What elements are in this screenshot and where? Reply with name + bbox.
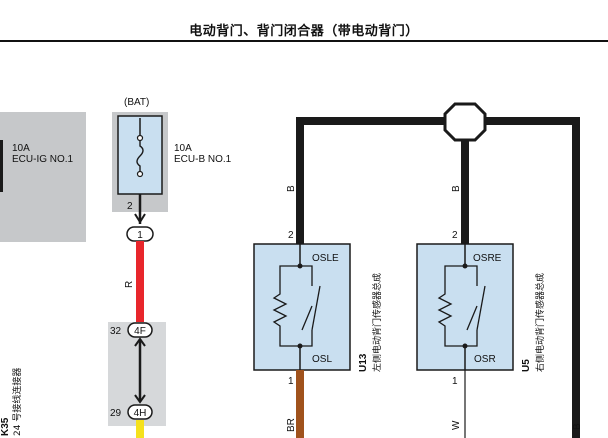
u5-pin-bottom: 1 [452,376,458,387]
u5-desc: 右侧电动背门传感器总成 [534,273,546,372]
arrow-down-icon [134,337,146,347]
wire-b-far-label: B [572,423,583,430]
fuse-left-name: ECU-IG NO.1 [12,154,74,165]
arrow-down-icon [134,213,146,224]
battery-source-label: (BAT) [124,97,149,108]
fuse-terminal-bottom [136,170,144,178]
u5-resistor-icon [437,265,465,347]
u13-pin-top: 2 [288,230,294,241]
splice-point [443,102,487,142]
wire-w-label: W [451,420,462,430]
connector-4f-label: 4F [134,326,146,337]
connector-4f [127,322,153,338]
k35-id: K35 [0,417,11,436]
u5-pin-top: 2 [452,230,458,241]
k35-desc: 24 号接线连接器 [11,368,23,436]
u5-terminal-top-label: OSRE [473,253,502,264]
connector-4h-label: 4H [134,408,147,419]
u5-switch-icon [465,265,478,347]
title-rule [0,40,608,42]
u13-switch-icon [300,265,313,347]
wire-b-left-label: B [286,185,297,192]
u5-terminal-bottom-label: OSR [474,354,496,365]
wire-brown [296,370,304,438]
arrow-up-icon [134,394,146,404]
fuse-right-rating: 10A [174,143,192,154]
connector-j1-label: 1 [137,230,143,241]
junction-pin-top: 32 [110,326,122,337]
connector-4h [127,404,153,420]
page-title: 电动背门、背门闭合器（带电动背门） [189,24,419,39]
u13-pin-bottom: 1 [288,376,294,387]
u13-id: U13 [358,353,369,372]
junction-pin-bottom: 29 [110,408,122,419]
fuse-element-icon [136,140,144,172]
fuse-terminal-top [136,134,144,142]
fuse-panel-left [0,112,86,242]
u5-switch-blade [476,285,486,331]
u13-resistor-icon [272,265,300,347]
wire-red-label: R [124,281,135,288]
fuse-right-name: ECU-B NO.1 [174,154,232,165]
wire-br-label: BR [286,418,297,432]
fuse-panel-left-edge [0,140,3,192]
wire-red [136,241,144,323]
wire-b-right-label: B [451,185,462,192]
u13-switch-blade [311,285,321,331]
fuse-output-pin: 2 [127,201,133,212]
wire-yellow [136,420,144,438]
u13-desc: 左侧电动背门传感器总成 [371,273,383,372]
u13-terminal-bottom-label: OSL [312,354,332,365]
u13-terminal-top-label: OSLE [312,253,339,264]
fuse-left-rating: 10A [12,143,30,154]
u5-id: U5 [521,359,532,372]
